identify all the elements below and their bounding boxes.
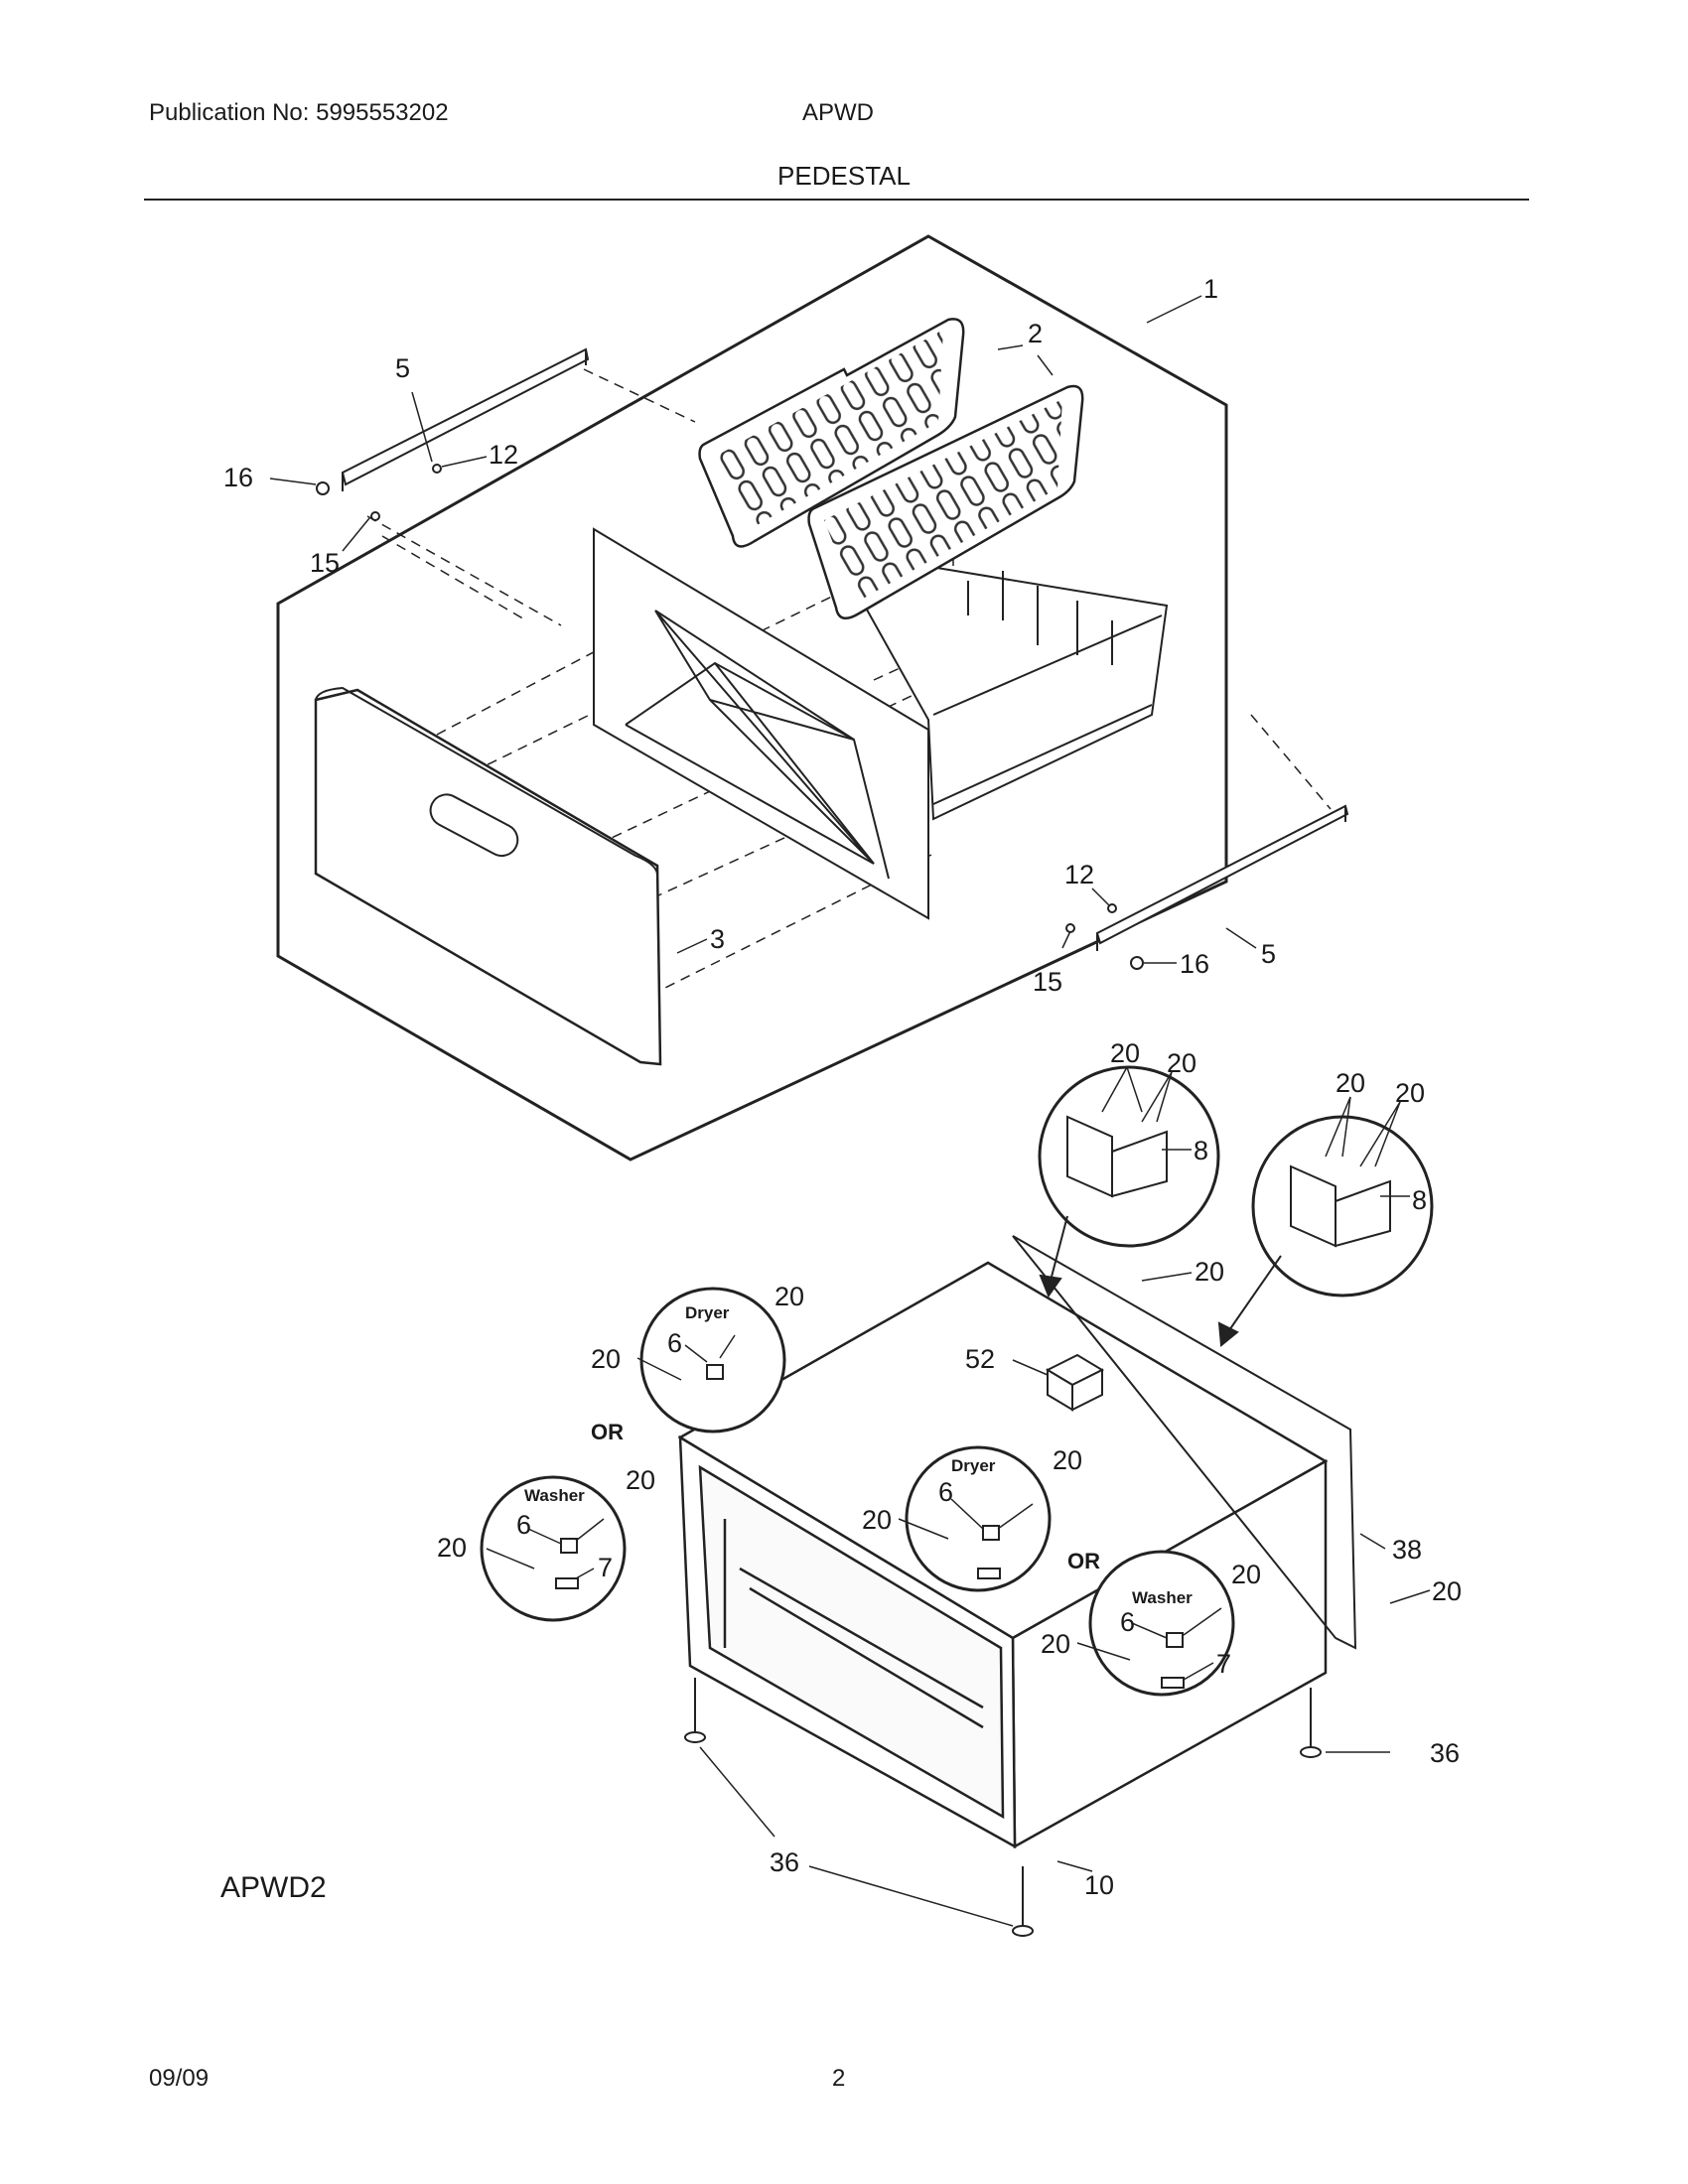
rear-panel [1012, 1235, 1357, 1650]
callout-20-d: 20 [1395, 1078, 1425, 1108]
callout-16-left: 16 [223, 463, 253, 492]
leader-lines-lower [486, 1066, 1431, 1927]
callout-20-i: 20 [437, 1533, 467, 1563]
circle-label-dryer-top: Dryer [685, 1303, 730, 1322]
callout-15-left: 15 [310, 548, 340, 578]
callout-20-n: 20 [1432, 1576, 1462, 1606]
callout-5-left: 5 [395, 353, 410, 383]
cabinet-opening [698, 1464, 1005, 1820]
header-rule [144, 199, 1529, 201]
publication-number: Publication No: 5995553202 [149, 99, 449, 126]
callout-20-e: 20 [1195, 1257, 1224, 1287]
callout-6-c: 6 [938, 1477, 953, 1507]
callout-12-right: 12 [1064, 860, 1094, 889]
callout-20-h: 20 [626, 1465, 655, 1495]
callout-38: 38 [1392, 1535, 1422, 1565]
callout-8-left: 8 [1194, 1136, 1208, 1165]
callout-6-d: 6 [1120, 1607, 1135, 1637]
right-rail [1095, 804, 1349, 951]
callout-20-k: 20 [862, 1505, 892, 1535]
callout-20-b: 20 [1167, 1048, 1196, 1078]
callout-20-c: 20 [1336, 1068, 1365, 1098]
or-label-left: OR [591, 1420, 624, 1444]
right-screw-icon [1107, 903, 1117, 913]
callout-7-b: 7 [1216, 1649, 1231, 1679]
drawer-frame [593, 527, 929, 920]
detail-washer-left [480, 1475, 627, 1622]
callout-20-a: 20 [1110, 1038, 1140, 1068]
callout-12-left: 12 [489, 440, 518, 470]
hinge-6-icon-a [706, 1364, 724, 1380]
or-label-center: OR [1067, 1549, 1100, 1573]
callout-20-l: 20 [1231, 1560, 1261, 1589]
callout-36-right: 36 [1430, 1738, 1460, 1768]
leg-front-left-icon [684, 1678, 706, 1743]
callout-6-b: 6 [516, 1510, 531, 1540]
drawer-basket [832, 549, 1169, 821]
callout-1: 1 [1203, 274, 1218, 304]
right-nut-icon [1130, 956, 1144, 970]
left-pin-icon [370, 511, 380, 521]
page-number: 2 [832, 2065, 846, 2092]
page-title: PEDESTAL [777, 161, 911, 191]
callout-20-f: 20 [774, 1282, 804, 1311]
detail-bracket-left [1038, 1065, 1220, 1248]
callouts: 1 2 3 5 5 12 12 15 15 16 16 20 20 8 20 2… [223, 274, 1462, 1900]
circle-label-washer-right: Washer [1132, 1588, 1193, 1607]
drawer-assembly [276, 234, 1349, 1161]
circle-label-washer-left: Washer [524, 1486, 585, 1505]
drawer-front-panel [314, 686, 662, 1066]
callout-5-right: 5 [1261, 939, 1276, 969]
leveling-legs [684, 1678, 1322, 1937]
drawer-outline-box [276, 234, 1228, 1161]
drawer-divider-1 [698, 318, 965, 548]
hinge-6-icon-c [977, 1525, 1001, 1579]
callout-20-j: 20 [1053, 1445, 1082, 1475]
right-pin-icon [1065, 923, 1075, 933]
model-number: APWD [802, 99, 874, 126]
leader-lines-upper [269, 295, 1257, 964]
callout-2: 2 [1028, 319, 1043, 348]
left-rail [341, 347, 590, 491]
callout-16-right: 16 [1180, 949, 1209, 979]
callout-52: 52 [965, 1344, 995, 1374]
callout-6-a: 6 [667, 1328, 682, 1358]
callout-7-a: 7 [598, 1553, 613, 1582]
callout-20-m: 20 [1041, 1629, 1070, 1659]
callout-10: 10 [1084, 1870, 1114, 1900]
pad-52 [1045, 1353, 1105, 1412]
hinge-6-icon-d [1161, 1632, 1185, 1689]
drawer-handle [429, 793, 519, 858]
leg-bottom-icon [1012, 1866, 1034, 1937]
leg-front-right-icon [1300, 1688, 1322, 1758]
drawer-divider-2 [807, 384, 1084, 620]
callout-36-bottom: 36 [770, 1847, 799, 1877]
hinge-6-icon-b [555, 1538, 579, 1589]
detail-bracket-right [1251, 1115, 1434, 1297]
circle-label-dryer-center: Dryer [951, 1456, 996, 1475]
left-nut-icon [316, 481, 330, 495]
left-screw-icon [432, 464, 442, 474]
callout-20-g: 20 [591, 1344, 621, 1374]
detail-washer-right [1088, 1550, 1235, 1697]
detail-arrows [1039, 1215, 1282, 1347]
detail-dryer-center [905, 1445, 1052, 1592]
figure-id: APWD2 [220, 1871, 327, 1904]
callout-15-right: 15 [1033, 967, 1062, 997]
callout-3: 3 [710, 924, 725, 954]
revision-date: 09/09 [149, 2065, 210, 2092]
callout-8-right: 8 [1412, 1185, 1427, 1215]
